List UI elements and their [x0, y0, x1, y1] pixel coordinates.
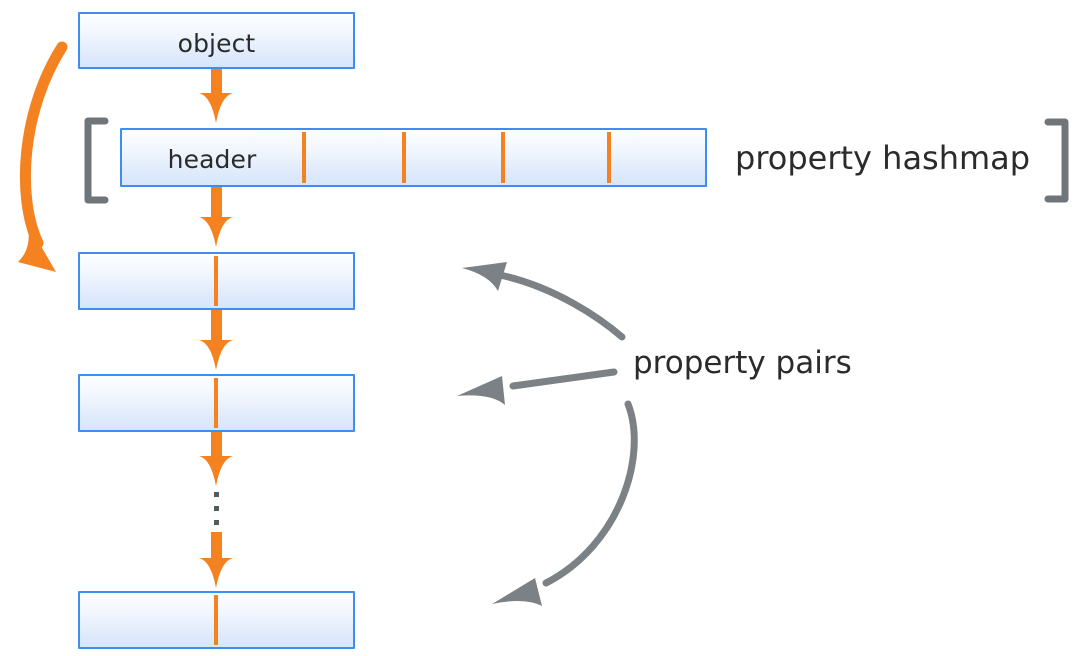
ellipsis-dot-1 [214, 492, 219, 497]
ellipsis-dot-3 [214, 520, 219, 525]
orange-arrow-hashmap-to-pair1 [199, 187, 233, 247]
hashmap-cell-divider-3 [501, 132, 505, 183]
property-pair-divider-1 [214, 256, 218, 306]
left-bracket-icon [84, 117, 109, 204]
orange-arrow-pair1-to-pair2 [199, 310, 233, 370]
property-hashmap-annotation: property hashmap [735, 139, 1031, 177]
orange-arrow-ellipsis-to-pair3 [199, 532, 233, 588]
property-pair-divider-2 [214, 378, 218, 428]
property-pairs-annotation: property pairs [633, 345, 852, 381]
ellipsis-dot-2 [214, 506, 219, 511]
object-box-label: object [177, 29, 256, 58]
right-bracket-icon [1044, 118, 1069, 203]
property-pair-divider-3 [214, 595, 218, 645]
hashmap-cell-divider-1 [302, 132, 306, 183]
orange-curve-arrow [18, 41, 68, 272]
object-box[interactable] [78, 12, 355, 69]
hashmap-cell-divider-2 [402, 132, 406, 183]
gray-arrow-to-pair1 [462, 262, 626, 341]
hashmap-cell-divider-4 [607, 132, 611, 183]
gray-arrow-to-pair3 [492, 400, 638, 606]
orange-arrow-pair2-to-ellipsis [199, 432, 233, 486]
hashmap-header-label: header [167, 145, 257, 174]
orange-arrow-object-to-hashmap [199, 69, 233, 123]
gray-arrow-to-pair2 [457, 368, 618, 405]
